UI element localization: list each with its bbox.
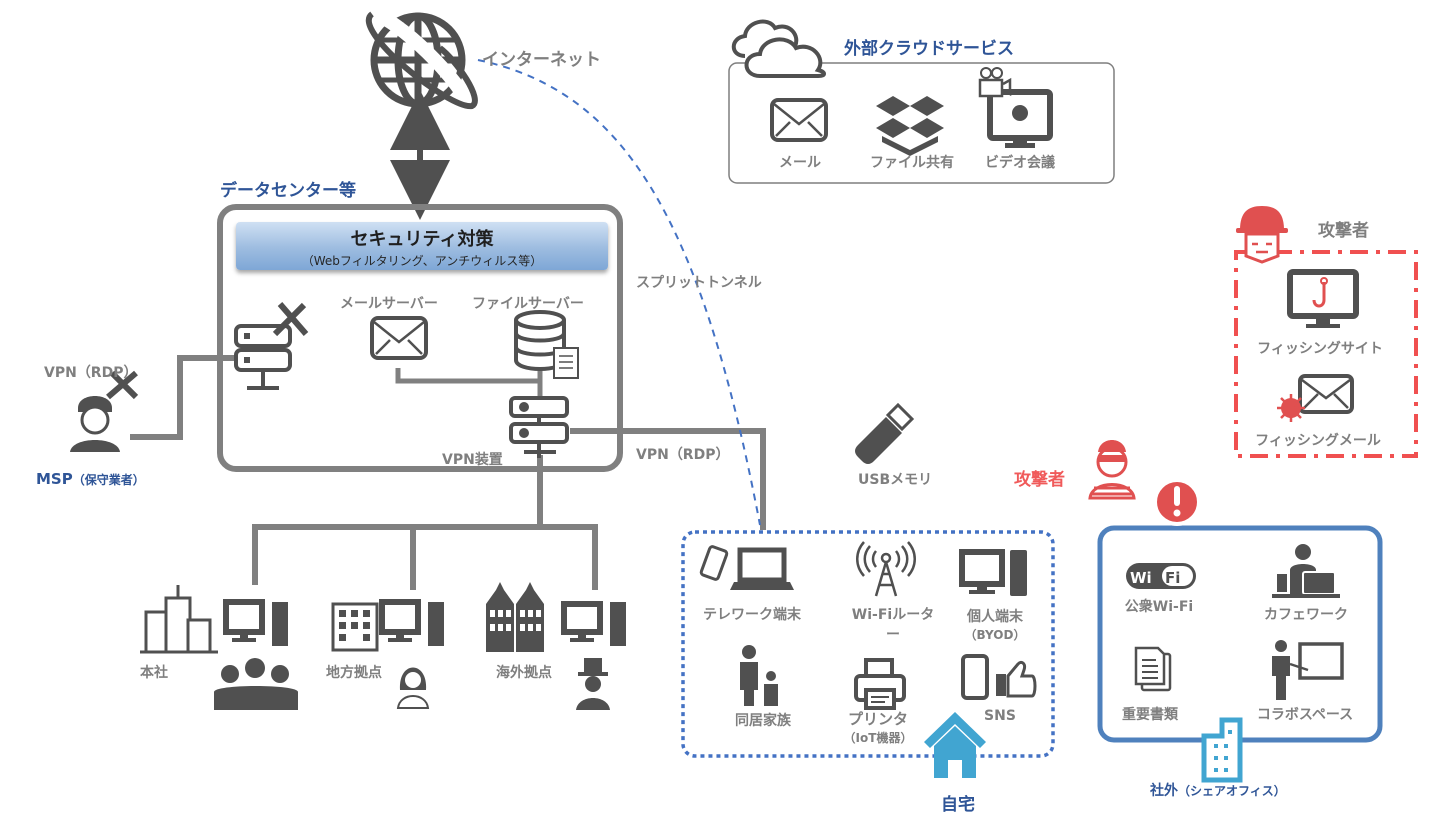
cloud-item-file-share-label: ファイル共有 — [870, 155, 954, 171]
office-overseas-label: 海外拠点 — [496, 665, 552, 681]
mail-server-label: メールサーバー — [340, 296, 438, 312]
home-item-sns-label: SNS — [984, 708, 1016, 724]
cloud-icon — [731, 19, 826, 78]
dropbox-icon — [876, 96, 944, 156]
cafe-work-icon — [1272, 544, 1340, 598]
gentleman-top-hat-icon — [576, 658, 610, 710]
shared-item-documents-label: 重要書類 — [1122, 707, 1178, 723]
mail-server-icon — [370, 316, 428, 360]
wifi-router-label-line2: ー — [885, 627, 900, 643]
family-icon — [740, 645, 778, 706]
documents-icon — [1134, 646, 1172, 692]
msp-vpn-line — [130, 355, 235, 440]
usb-memory-icon — [855, 402, 915, 464]
msp-name: MSP（保守業者） — [36, 470, 145, 488]
office-bus-line — [252, 524, 598, 590]
video-conference-icon — [978, 67, 1053, 148]
file-server-label: ファイルサーバー — [472, 296, 584, 312]
vpn-device-icon — [509, 396, 569, 458]
cloud-mail-icon — [770, 98, 828, 142]
desktop-pc-icon — [959, 549, 1027, 596]
mail-server-line — [395, 368, 540, 384]
home-item-printer-label: プリンタ （IoT機器） — [844, 708, 913, 746]
warning-exclamation-icon — [1153, 478, 1201, 526]
byod-label-line1: 個人端末 — [966, 609, 1023, 625]
phishing-mail-label: フィッシングメール — [1255, 433, 1381, 449]
msp-name-text: MSP — [36, 470, 73, 488]
home-title: 自宅 — [941, 795, 975, 815]
connection-lines — [130, 355, 766, 590]
wifi-router-label-line1: Wi-Fiルータ — [851, 607, 935, 623]
byod-label-line2: （BYOD） — [964, 628, 1026, 642]
cloud-services-title: 外部クラウドサービス — [844, 39, 1014, 59]
home-item-family-label: 同居家族 — [735, 713, 791, 729]
phishing-site-label: フィッシングサイト — [1257, 341, 1383, 357]
security-measures-banner: セキュリティ対策 （Webフィルタリング、アンチウィルス等） — [236, 222, 608, 270]
home-vpn-line — [570, 428, 766, 530]
female-employee-icon — [396, 667, 430, 709]
svg-text:Fi: Fi — [1165, 569, 1180, 587]
home-item-wifi-router-label: Wi-Fiルータ ー — [852, 604, 934, 644]
file-server-database-icon — [514, 310, 579, 379]
printer-label-line1: プリンタ — [847, 710, 908, 728]
office-regional-label: 地方拠点 — [326, 665, 382, 681]
attacker-masked-icon — [1088, 440, 1136, 500]
cloud-item-video-conf-label: ビデオ会議 — [985, 155, 1055, 171]
attacker-top-label: 攻撃者 — [1318, 221, 1369, 241]
sns-like-icon — [961, 654, 1037, 700]
printer-label-line2: （IoT機器） — [843, 731, 913, 745]
split-tunnel-label: スプリットトンネル — [636, 275, 762, 291]
managed-server-tools-icon — [234, 302, 309, 390]
msp-sub-text: （保守業者） — [72, 473, 145, 487]
cloud-item-mail-label: メール — [779, 155, 821, 171]
phishing-site-icon — [1287, 269, 1359, 328]
public-wifi-icon: Wi Fi — [1126, 563, 1196, 589]
office-hq-label: 本社 — [140, 665, 168, 681]
home-box — [681, 530, 1055, 758]
shared-office-title-text: 社外 — [1150, 783, 1178, 799]
svg-text:Wi: Wi — [1130, 569, 1152, 587]
phishing-mail-icon — [1277, 374, 1354, 422]
regional-desktop-icon — [379, 599, 444, 646]
security-title: セキュリティ対策 — [350, 229, 494, 250]
wifi-router-icon — [856, 541, 916, 597]
shared-office-building-icon — [1201, 717, 1243, 783]
datacenter-box — [217, 204, 623, 472]
overseas-desktop-icon — [561, 601, 626, 646]
shared-item-public-wifi-label: 公衆Wi-Fi — [1124, 599, 1194, 615]
home-item-telework-label: テレワーク端末 — [703, 607, 801, 623]
cloud-services-box — [728, 62, 1115, 184]
shared-office-title: 社外（シェアオフィス） — [1150, 780, 1286, 800]
printer-icon — [854, 658, 906, 710]
msp-vpn-label: VPN（RDP） — [44, 365, 138, 381]
collab-space-icon — [1272, 640, 1344, 700]
shared-office-sub-text: （シェアオフィス） — [1178, 784, 1286, 798]
regional-office-icon — [331, 602, 379, 652]
hq-desktop-icon — [223, 599, 288, 646]
attacker-hacker-icon — [1236, 206, 1288, 264]
overseas-office-icon — [486, 582, 544, 652]
shared-item-cafe-label: カフェワーク — [1264, 607, 1348, 623]
shared-item-collab-label: コラボスペース — [1256, 707, 1354, 723]
usb-memory-label: USBメモリ — [858, 472, 933, 488]
msp-worker-icon — [70, 370, 139, 452]
hq-staff-group-icon — [214, 658, 298, 710]
home-vpn-label: VPN（RDP） — [636, 447, 730, 463]
vpn-device-label: VPN装置 — [442, 452, 503, 468]
attacker-mid-label: 攻撃者 — [1014, 470, 1065, 490]
globe-icon — [366, 5, 478, 111]
internet-label: インターネット — [482, 50, 601, 70]
home-house-icon — [924, 712, 986, 778]
datacenter-title: データセンター等 — [220, 181, 356, 201]
phishing-box — [1234, 250, 1418, 458]
headquarters-building-icon — [140, 585, 218, 654]
home-item-byod-label: 個人端末 （BYOD） — [965, 606, 1026, 643]
laptop-smartphone-icon — [699, 545, 794, 590]
security-subtitle: （Webフィルタリング、アンチウィルス等） — [301, 254, 543, 268]
